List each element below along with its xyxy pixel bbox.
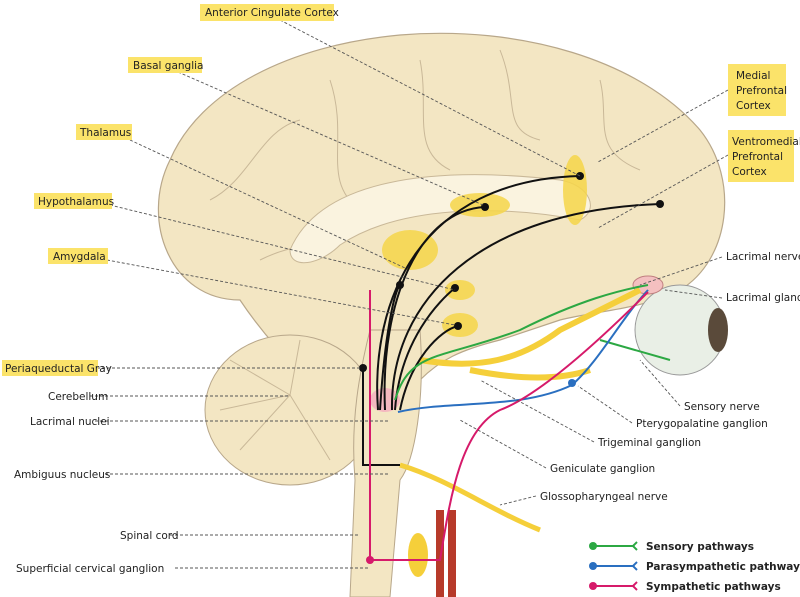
cervical-ganglion-dot <box>366 556 374 564</box>
label-basal-ganglia: Basal ganglia <box>133 60 204 72</box>
label-lacrimal-nuclei: Lacrimal nuclei <box>30 416 110 428</box>
label-vm-pfc-3: Cortex <box>732 166 767 178</box>
cervical-ganglion-shape <box>408 533 428 577</box>
label-box <box>76 124 132 140</box>
cerebellum-folia <box>219 339 331 461</box>
carotid-artery <box>436 510 456 597</box>
legend-sensory: Sensory pathways <box>589 541 754 553</box>
legend-sensory-label: Sensory pathways <box>646 541 754 553</box>
label-amygdala: Amygdala <box>53 251 106 263</box>
label-spinal-cord: Spinal cord <box>120 530 179 542</box>
sensory-pathway <box>394 284 671 401</box>
label-box <box>34 193 112 209</box>
label-anterior-cingulate-cortex: Anterior Cingulate Cortex <box>205 7 339 19</box>
label-vm-pfc-2: Prefrontal <box>732 151 783 163</box>
pterygopalatine-ganglion-dot <box>568 379 576 387</box>
trigeminal-nerve <box>419 287 642 381</box>
cerebellum <box>204 334 376 486</box>
label-medial-pfc-3: Cortex <box>736 100 771 112</box>
cerebrum <box>157 32 726 421</box>
label-hypothalamus: Hypothalamus <box>38 196 114 208</box>
label-trigeminal-ganglion: Trigeminal ganglion <box>597 437 701 449</box>
label-box <box>2 360 98 376</box>
label-lacrimal-gland: Lacrimal gland <box>726 292 800 304</box>
label-sensory-nerve: Sensory nerve <box>684 401 760 413</box>
label-superficial-cervical-ganglion: Superficial cervical ganglion <box>16 563 164 575</box>
label-pterygopalatine-ganglion: Pterygopalatine ganglion <box>636 418 768 430</box>
legend-parasympathetic: Parasympathetic pathways <box>589 561 800 573</box>
label-box <box>48 248 108 264</box>
label-geniculate-ganglion: Geniculate ganglion <box>550 463 655 475</box>
label-periaqueductal-gray: Periaqueductal Gray <box>5 363 112 375</box>
label-box <box>128 57 202 73</box>
label-lacrimal-nerve: Lacrimal nerve <box>726 251 800 263</box>
legend-sympathetic-label: Sympathetic pathways <box>646 581 781 593</box>
label-medial-pfc-2: Prefrontal <box>736 85 787 97</box>
sympathetic-pathway <box>369 290 649 561</box>
cornea <box>708 308 728 352</box>
label-box <box>728 64 786 116</box>
label-medial-pfc-1: Medial <box>736 70 770 82</box>
legend-sympathetic: Sympathetic pathways <box>589 581 781 593</box>
leader-lines <box>90 19 729 569</box>
label-box <box>728 130 794 182</box>
label-ambiguus-nucleus: Ambiguus nucleus <box>14 469 110 481</box>
label-glossopharyngeal-nerve: Glossopharyngeal nerve <box>540 491 668 503</box>
legend-parasympathetic-label: Parasympathetic pathways <box>646 561 800 573</box>
gyri <box>209 49 641 261</box>
label-box <box>200 4 334 21</box>
legend: Sensory pathways Parasympathetic pathway… <box>589 541 800 593</box>
glossopharyngeal-nerve <box>399 462 541 533</box>
label-cerebellum: Cerebellum <box>48 391 108 403</box>
label-vm-pfc-1: Ventromedial <box>732 136 800 148</box>
label-thalamus: Thalamus <box>79 127 131 139</box>
